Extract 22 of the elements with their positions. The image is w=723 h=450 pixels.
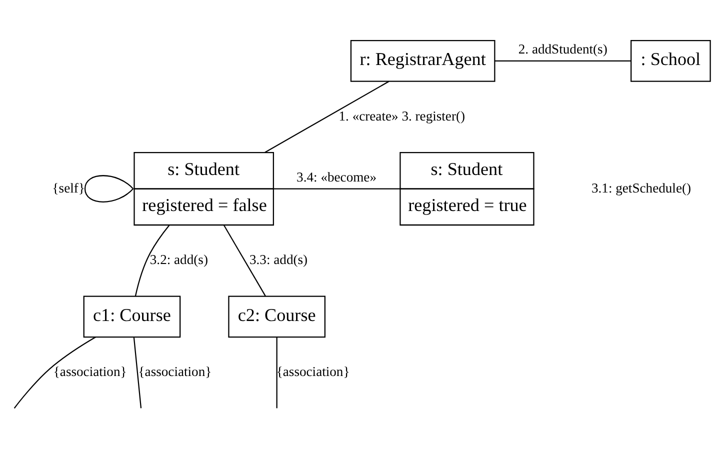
connector (222, 224, 266, 296)
edge-label: 1. «create» 3. register() (338, 108, 465, 124)
edge-label: 2. addStudent(s) (518, 42, 607, 57)
connector (13, 336, 96, 409)
connector (272, 188, 400, 190)
edge-label: {association} (138, 364, 212, 380)
connector (132, 337, 142, 408)
node-box: r: RegistrarAgent (350, 40, 495, 82)
edge-label: 3.2: add(s) (149, 252, 208, 268)
node-box: : School (630, 40, 710, 82)
connector (134, 224, 170, 296)
edge-label: 3.3: add(s) (248, 252, 308, 268)
node-box: c2: Course (228, 296, 325, 338)
connector (276, 337, 277, 408)
edge-label: {self} (52, 180, 84, 196)
edge-label: {association} (52, 364, 126, 380)
node-box: c1: Course (82, 296, 180, 338)
edge-label: 3.4: «become» (296, 170, 376, 185)
label: 3.1: getSchedule() (590, 180, 691, 196)
connector (264, 80, 389, 153)
edge-label: {association} (276, 364, 350, 380)
connector (494, 60, 630, 62)
